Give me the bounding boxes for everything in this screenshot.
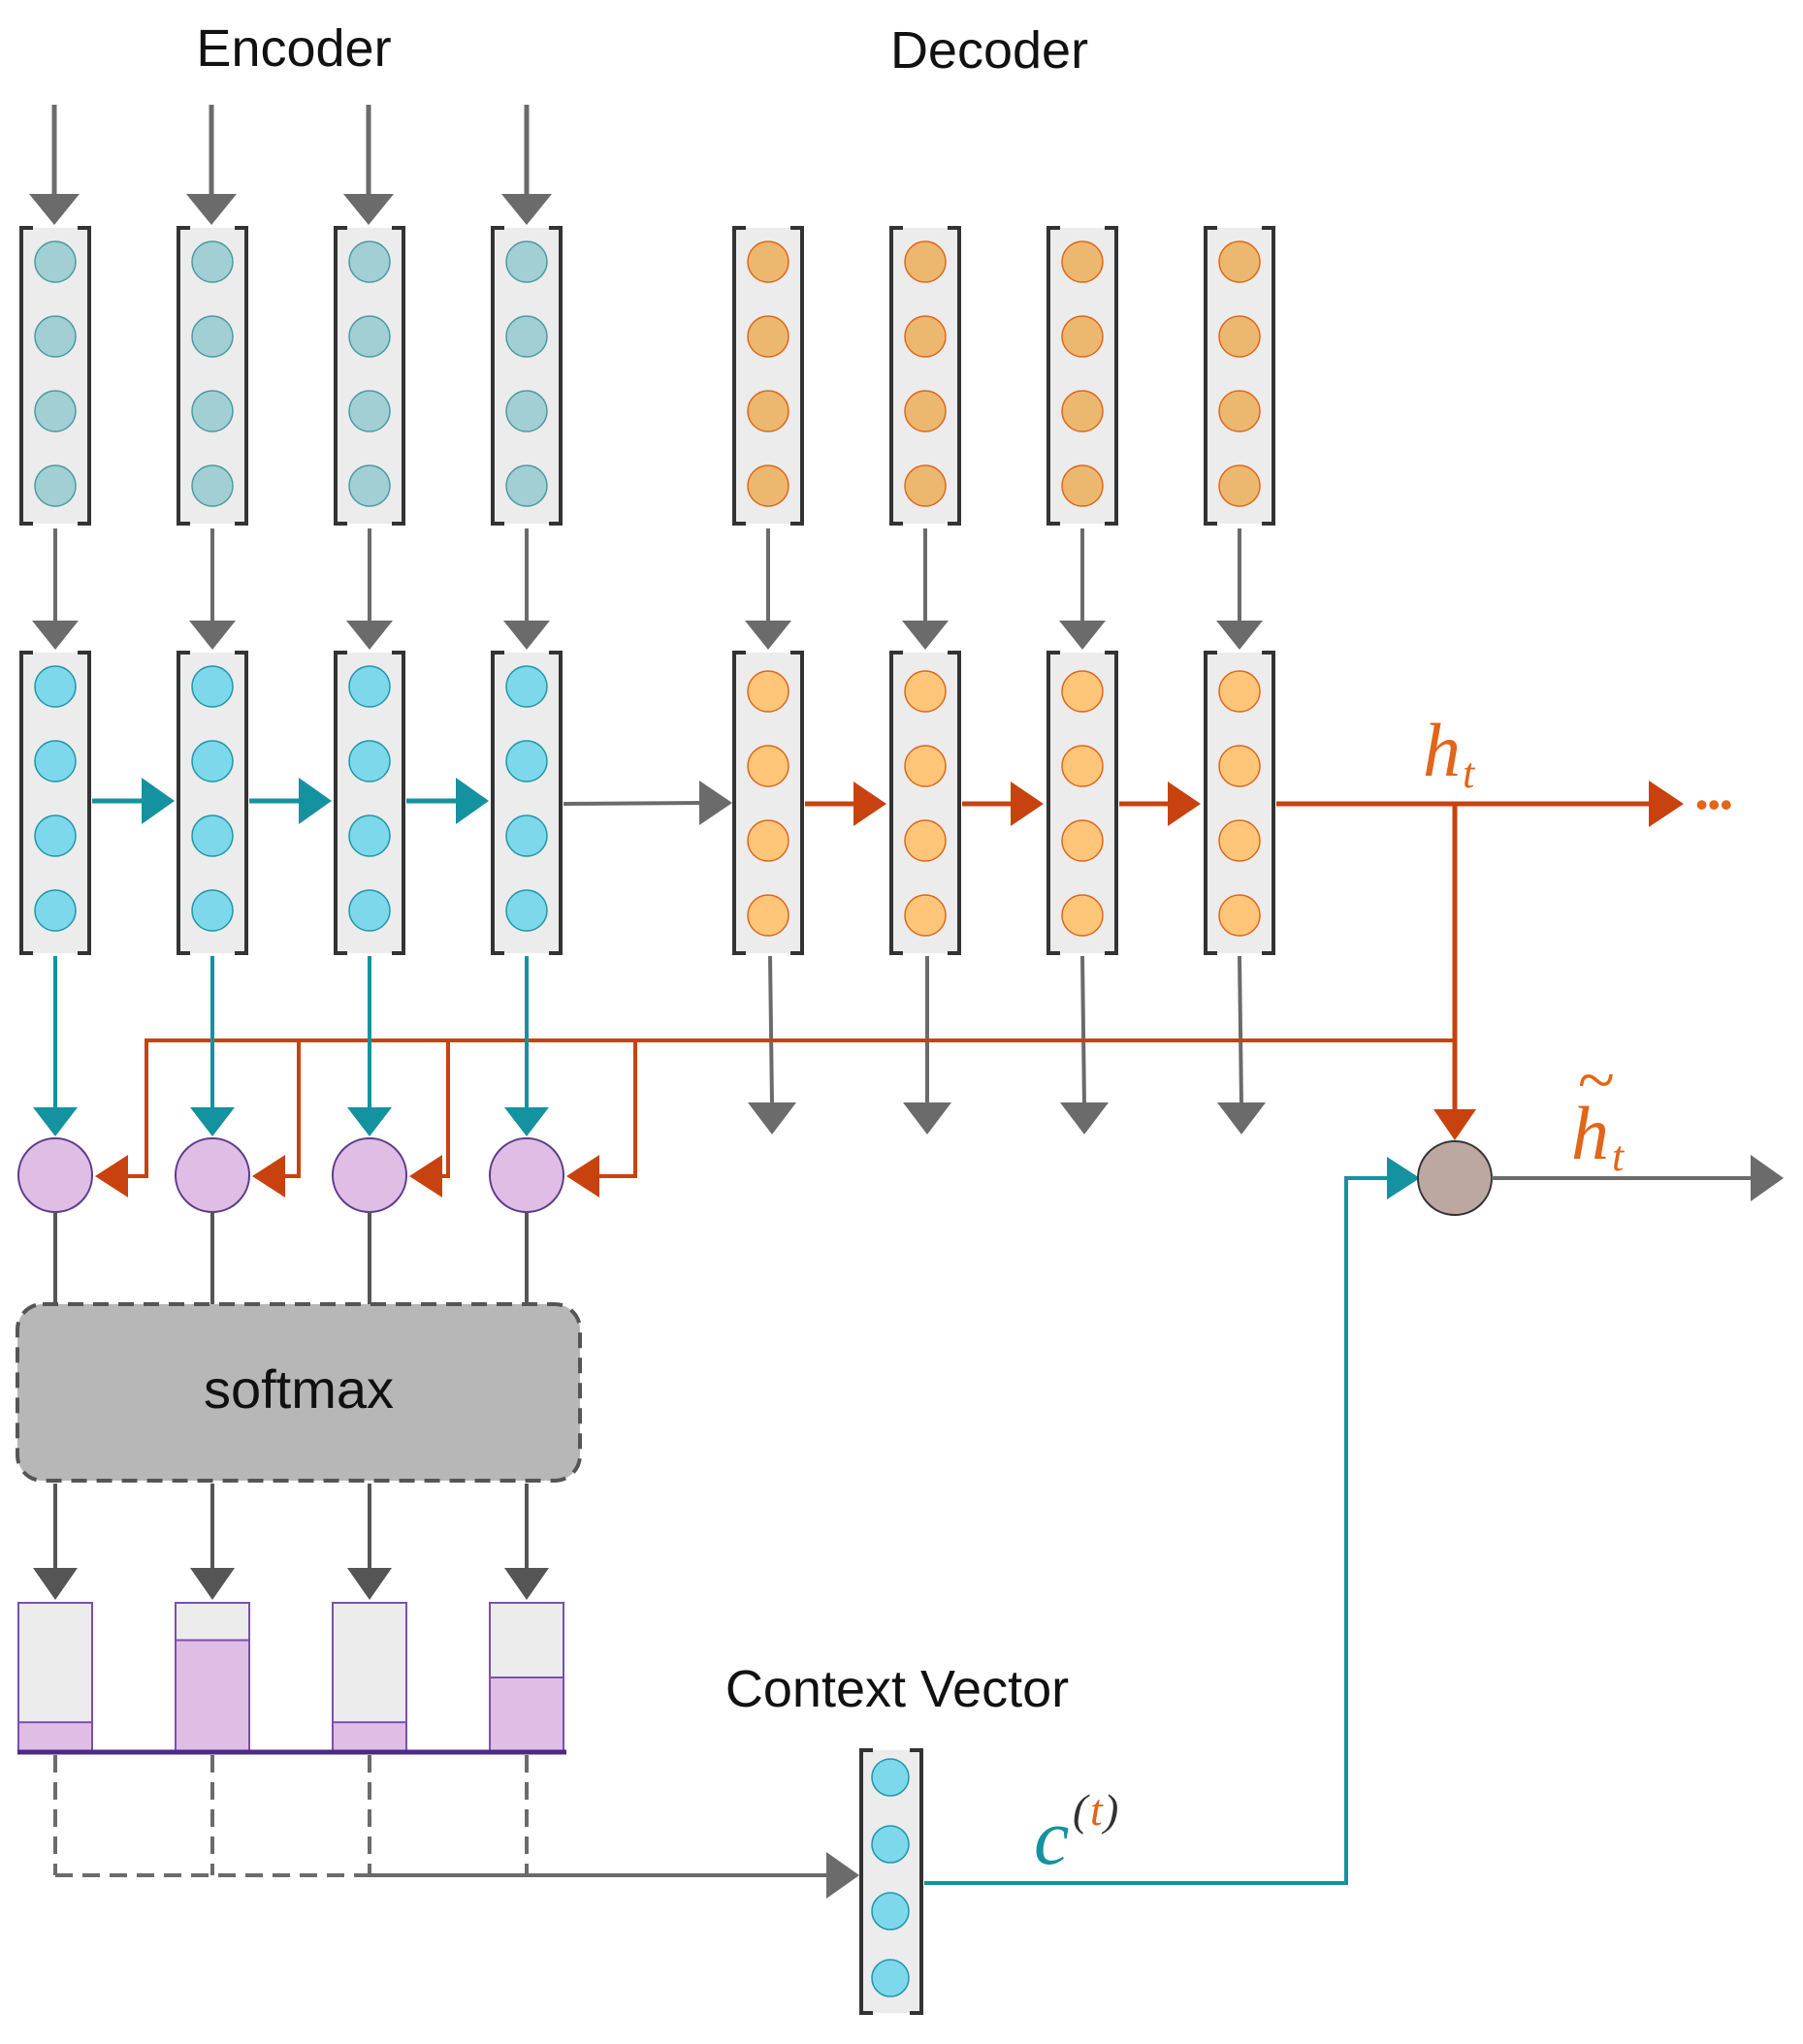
context-label-base: c	[1034, 1793, 1069, 1881]
decoder-recurrent-arrows	[805, 782, 1201, 826]
encoder-hidden-vector	[491, 651, 563, 955]
decoder-output-arrows	[748, 955, 1266, 1134]
decoder-hidden-row	[732, 651, 1275, 955]
score-node	[17, 1137, 93, 1213]
decoder-title: Decoder	[890, 21, 1088, 80]
context-label: c ( t )	[1034, 1785, 1118, 1881]
softmax-box: softmax	[16, 1302, 582, 1483]
attention-weight-bar	[332, 1721, 407, 1753]
decoder-hidden-vector	[889, 651, 961, 955]
encoder-hidden-vector	[19, 651, 91, 955]
encoder-embedding-vector	[19, 226, 91, 526]
decoder-hidden-vector	[732, 651, 804, 955]
combine-node	[1417, 1140, 1493, 1216]
encoder-hidden-vector	[177, 651, 248, 955]
ht-label-sub: t	[1463, 750, 1476, 797]
score-node	[332, 1137, 407, 1213]
encoder-recurrent-arrows	[92, 778, 489, 824]
h-tilde-base: h	[1571, 1091, 1609, 1175]
attention-query-arrowheads	[95, 1155, 599, 1198]
weighted-sum-dashed-lines	[53, 1755, 529, 1877]
encoder-hidden-vector	[334, 651, 405, 955]
decoder-hidden-vector	[1046, 651, 1118, 955]
ellipsis-continuation: •••	[1695, 785, 1732, 824]
attention-weight-bar	[175, 1639, 250, 1753]
decoder-embedding-vector	[732, 226, 804, 526]
attention-weight-bar	[489, 1677, 564, 1753]
encoder-embedding-vector	[491, 226, 563, 526]
attentional-output-arrow	[1492, 1155, 1784, 1201]
encoder-hidden-row	[19, 651, 563, 955]
h-tilde-sub: t	[1612, 1133, 1626, 1180]
encoder-embedding-vector	[177, 226, 248, 526]
context-vector-title: Context Vector	[725, 1660, 1069, 1718]
encoder-to-score-arrows	[33, 956, 549, 1136]
decoder-embedding-vector	[1046, 226, 1118, 526]
score-node	[175, 1137, 250, 1213]
ht-label-base: h	[1423, 708, 1461, 792]
encoder-input-arrows	[29, 105, 552, 225]
encoder-embedding-vector	[334, 226, 405, 526]
context-to-combine-path	[924, 1176, 1389, 1885]
context-label-sup: t	[1090, 1785, 1104, 1835]
decoder-hidden-vector	[1204, 651, 1275, 955]
encoder-embedding-row	[19, 105, 563, 526]
score-to-softmax-lines	[53, 1212, 529, 1304]
h-tilde-mark: ~	[1577, 1043, 1614, 1118]
h-tilde-label: ~ h t	[1571, 1043, 1626, 1180]
context-label-open-paren: (	[1073, 1785, 1090, 1835]
embedding-to-hidden-arrows	[32, 528, 1263, 650]
ht-output-line	[1276, 781, 1684, 1140]
score-node	[489, 1137, 564, 1213]
decoder-embedding-vector	[1204, 226, 1275, 526]
decoder-embedding-row	[732, 226, 1275, 526]
encoder-to-decoder-arrow	[563, 781, 732, 825]
weighted-sum-arrow	[370, 1852, 859, 1899]
attention-query-bus	[126, 1038, 1455, 1178]
attention-weight-bars	[17, 1602, 564, 1753]
context-arrowhead	[1387, 1157, 1420, 1199]
context-label-close-paren: )	[1101, 1785, 1118, 1835]
attention-weight-bar	[17, 1721, 93, 1753]
softmax-to-weights-arrows	[33, 1484, 549, 1600]
encoder-title: Encoder	[196, 19, 391, 78]
context-vector	[859, 1748, 923, 2015]
decoder-embedding-vector	[889, 226, 961, 526]
ht-label: h t	[1423, 708, 1476, 797]
softmax-label: softmax	[204, 1358, 394, 1420]
